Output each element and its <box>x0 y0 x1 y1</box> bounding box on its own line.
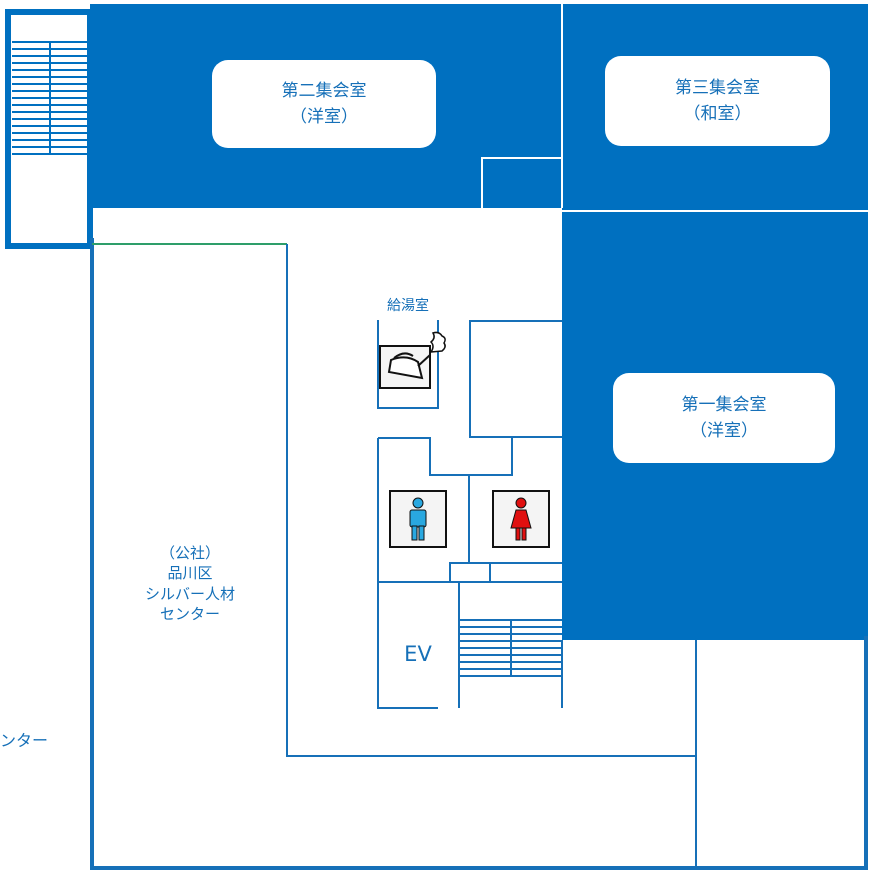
cutoff-label: ンター <box>0 731 49 750</box>
room1-name: 第一集会室 <box>681 395 767 415</box>
kitchen-label: 給湯室 <box>387 298 429 314</box>
male-figure <box>409 497 427 541</box>
room3-type: （和室） <box>683 104 752 124</box>
room1-type: （洋室） <box>690 421 758 441</box>
silver-center-line4: センター <box>159 604 220 623</box>
silver-center-label: （公社） 品川区 シルバー人材 センター <box>120 543 260 624</box>
female-restroom-icon[interactable] <box>492 490 550 548</box>
interior-walls <box>286 244 697 868</box>
room3-name: 第三集会室 <box>675 78 760 98</box>
room2-name: 第二集会室 <box>281 81 367 101</box>
silver-center-line3: シルバー人材 <box>144 584 235 603</box>
left-stairs <box>12 41 90 155</box>
male-restroom-icon[interactable] <box>389 490 447 548</box>
room3-card[interactable]: 第三集会室 （和室） <box>605 56 830 146</box>
room1-card[interactable]: 第一集会室 （洋室） <box>613 373 835 463</box>
outer-walls <box>90 238 868 870</box>
center-stairs <box>459 619 562 677</box>
female-figure <box>510 497 532 541</box>
silver-center-line2: 品川区 <box>167 564 213 583</box>
kettle-icon <box>379 331 446 389</box>
elevator-label: EV <box>404 642 432 666</box>
silver-center-line1: （公社） <box>159 544 220 562</box>
room-divider <box>481 157 562 208</box>
room2-type: （洋室） <box>290 107 358 127</box>
room2-card[interactable]: 第二集会室 （洋室） <box>212 60 436 148</box>
